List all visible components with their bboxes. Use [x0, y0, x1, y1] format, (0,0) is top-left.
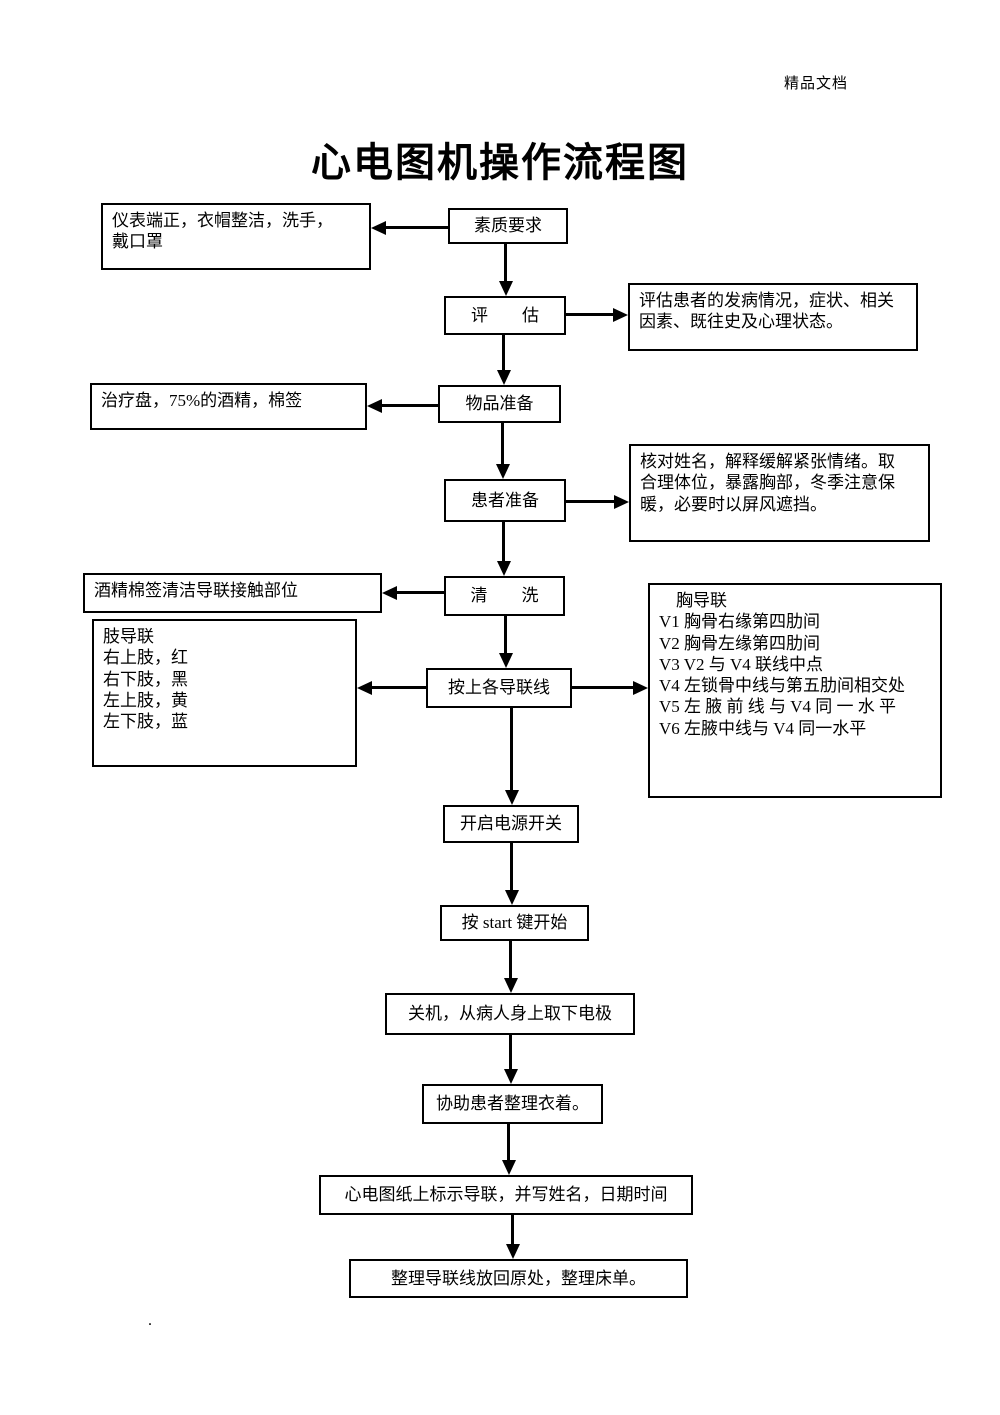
node-tidy-leads-bed: 整理导联线放回原处，整理床单。: [349, 1259, 688, 1298]
note-patient-details: 核对姓名，解释缓解紧张情绪。取 合理体位，暴露胸部，冬季注意保 暖，必要时以屏风…: [629, 444, 930, 542]
note-items: 治疗盘，75%的酒精，棉签: [90, 383, 367, 430]
note-appearance: 仪表端正，衣帽整洁，洗手， 戴口罩: [101, 203, 371, 270]
node-label-ecg-paper: 心电图纸上标示导联，并写姓名，日期时间: [319, 1175, 693, 1215]
watermark-text: 精品文档: [784, 76, 849, 92]
page-title: 心电图机操作流程图: [311, 140, 689, 185]
node-attach-leads: 按上各导联线: [426, 668, 572, 708]
node-press-start: 按 start 键开始: [440, 905, 589, 941]
note-chest-leads: 胸导联 V1 胸骨右缘第四肋间 V2 胸骨左缘第四肋间 V3 V2 与 V4 联…: [648, 583, 942, 798]
note-limb-leads: 肢导联 右上肢，红 右下肢，黑 左上肢，黄 左下肢，蓝: [92, 619, 357, 767]
stray-period: .: [148, 1312, 152, 1329]
node-clean: 清 洗: [444, 576, 565, 616]
note-assessment-details: 评估患者的发病情况，症状、相关 因素、既往史及心理状态。: [628, 283, 918, 351]
node-patient-preparation: 患者准备: [444, 479, 566, 522]
node-tidy-patient: 协助患者整理衣着。: [422, 1084, 603, 1124]
node-quality-requirements: 素质要求: [448, 208, 568, 244]
node-assess: 评 估: [444, 296, 566, 335]
note-clean: 酒精棉签清洁导联接触部位: [83, 573, 382, 613]
node-power-off-remove-electrodes: 关机，从病人身上取下电极: [385, 993, 635, 1035]
node-items-preparation: 物品准备: [438, 385, 561, 423]
node-power-on: 开启电源开关: [443, 805, 579, 843]
